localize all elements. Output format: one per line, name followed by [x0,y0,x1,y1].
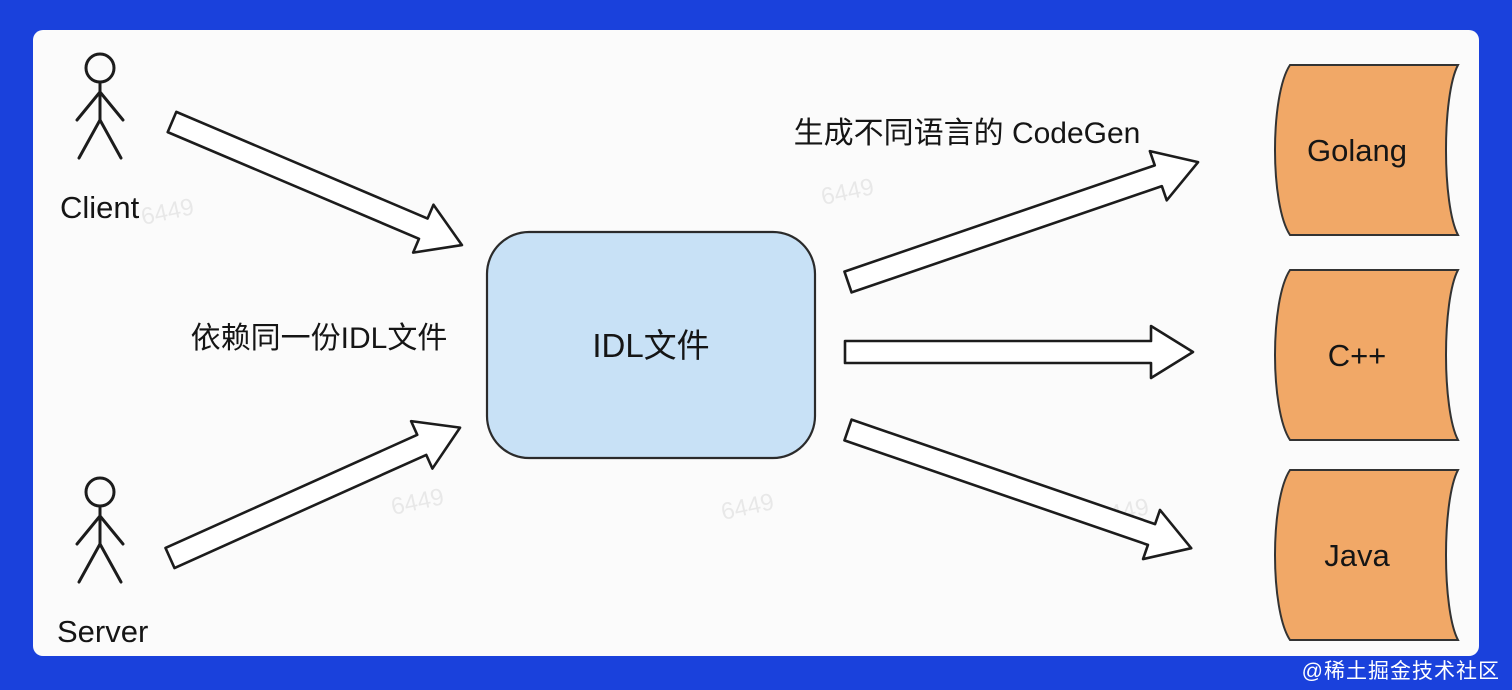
diagram-canvas: 6449 6449 6449 6449 6449 6449 Client Ser… [33,30,1479,656]
top-note: 生成不同语言的 CodeGen [794,117,1141,150]
diagram-svg: 6449 6449 6449 6449 6449 6449 Client Ser… [57,52,1460,649]
left-note: 依赖同一份IDL文件 [191,322,448,355]
arrow-idl-to-cpp [843,324,1195,380]
arrow-idl-to-golang [843,149,1200,294]
faint-watermark: 6449 [389,483,447,521]
arrow-server-to-idl [164,419,462,570]
arrow-client-to-idl [166,110,464,254]
client-head [84,52,116,84]
java-label: Java [1324,538,1390,573]
output-cpp: C++ [1274,269,1460,441]
server-stick-figure [75,476,125,584]
arrow-idl-to-java [843,418,1193,561]
brand-watermark: @稀土掘金技术社区 [1301,660,1500,683]
idl-file-box [485,230,817,460]
golang-doc-shape [1274,64,1460,236]
client-stick-figure [75,52,125,160]
cpp-doc-shape [1274,269,1460,441]
golang-label: Golang [1307,133,1407,168]
server-label: Server [57,614,148,649]
server-head [84,476,116,508]
output-java: Java [1274,469,1460,641]
idl-file-box-label: IDL文件 [592,327,709,364]
output-golang: Golang [1274,64,1460,236]
faint-watermark: 6449 [819,173,877,211]
faint-watermark: 6449 [139,193,197,231]
faint-watermark: 6449 [719,488,777,526]
client-label: Client [60,190,140,225]
cpp-label: C++ [1328,338,1387,373]
java-doc-shape [1274,469,1460,641]
